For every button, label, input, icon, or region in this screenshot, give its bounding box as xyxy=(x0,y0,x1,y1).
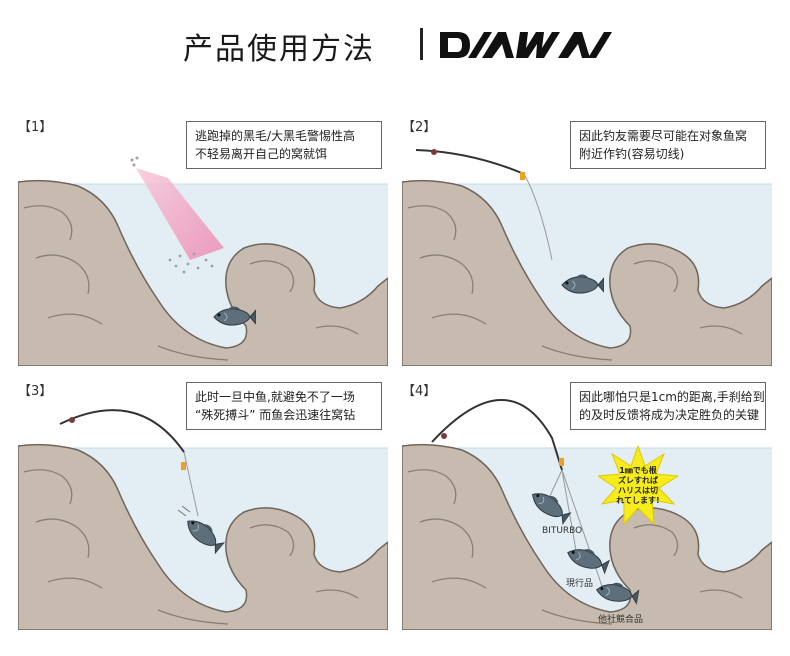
fish-icon xyxy=(210,304,257,334)
rod-icon xyxy=(415,149,553,261)
caption-box: 逃跑掉的黑毛/大黑毛警惕性高 不轻易离开自己的窝就饵 xyxy=(186,121,382,169)
fish-icon xyxy=(558,272,605,302)
fish-label-biturbo: BITURBO xyxy=(542,526,583,536)
caption-line: 不轻易离开自己的窝就饵 xyxy=(195,147,328,161)
burst-line: ズレすれば xyxy=(618,476,658,485)
burst-line: ハリスは切 xyxy=(618,486,658,495)
fish-label-competitor: 他社競合品 xyxy=(598,615,644,625)
rod-icon xyxy=(59,409,199,517)
step-panel-3: 【3】 此时一旦中鱼,就避免不了一场 “殊死搏斗” 而鱼会迅速往窝钻 xyxy=(18,380,388,630)
caption-box: 此时一旦中鱼,就避免不了一场 “殊死搏斗” 而鱼会迅速往窝钻 xyxy=(186,382,382,430)
caption-box: 因此哪怕只是1cm的距离,手刹给到 的及时反馈将成为决定胜负的关键 xyxy=(570,382,766,430)
page-title: 产品使用方法 xyxy=(183,32,375,67)
caption-line: “殊死搏斗” 而鱼会迅速往窝钻 xyxy=(195,408,356,422)
rod-icon xyxy=(431,399,604,590)
chum-cone-icon xyxy=(130,156,224,274)
fish-label-current: 現行品 xyxy=(566,579,594,589)
step-panel-4: 【4】 xyxy=(402,380,772,630)
fish-icon xyxy=(520,482,575,533)
page-header: 产品使用方法 xyxy=(0,0,790,90)
header-divider xyxy=(420,28,423,60)
caption-line: 因此钓友需要尽可能在对象鱼窝 xyxy=(579,129,748,143)
panel-number: 【4】 xyxy=(402,384,437,399)
fish-icon xyxy=(590,576,641,614)
panel-number: 【3】 xyxy=(18,384,53,399)
daiwa-logo-icon xyxy=(438,28,613,66)
warning-burst-text: 1㎜でも根 ズレすれば ハリスは切 れてします! xyxy=(608,466,668,506)
caption-line: 附近作钓(容易切线) xyxy=(579,147,685,161)
burst-line: 1㎜でも根 xyxy=(619,466,657,475)
caption-line: 此时一旦中鱼,就避免不了一场 xyxy=(195,390,355,404)
starburst-icon xyxy=(598,446,678,526)
caption-line: 因此哪怕只是1cm的距离,手刹给到 xyxy=(579,390,765,404)
panel-number: 【2】 xyxy=(402,120,437,135)
caption-line: 的及时反馈将成为决定胜负的关键 xyxy=(579,408,760,422)
step-panel-2: 【2】 因此钓友需要尽可能在对象鱼窝 附近作钓(容易切线) xyxy=(402,116,772,366)
step-panel-1: 【1】 xyxy=(18,116,388,366)
caption-box: 因此钓友需要尽可能在对象鱼窝 附近作钓(容易切线) xyxy=(570,121,766,169)
burst-line: れてします! xyxy=(616,496,660,505)
fish-icon xyxy=(174,509,229,562)
caption-line: 逃跑掉的黑毛/大黑毛警惕性高 xyxy=(195,129,356,143)
panel-number: 【1】 xyxy=(18,120,53,135)
fish-icon xyxy=(558,539,611,583)
